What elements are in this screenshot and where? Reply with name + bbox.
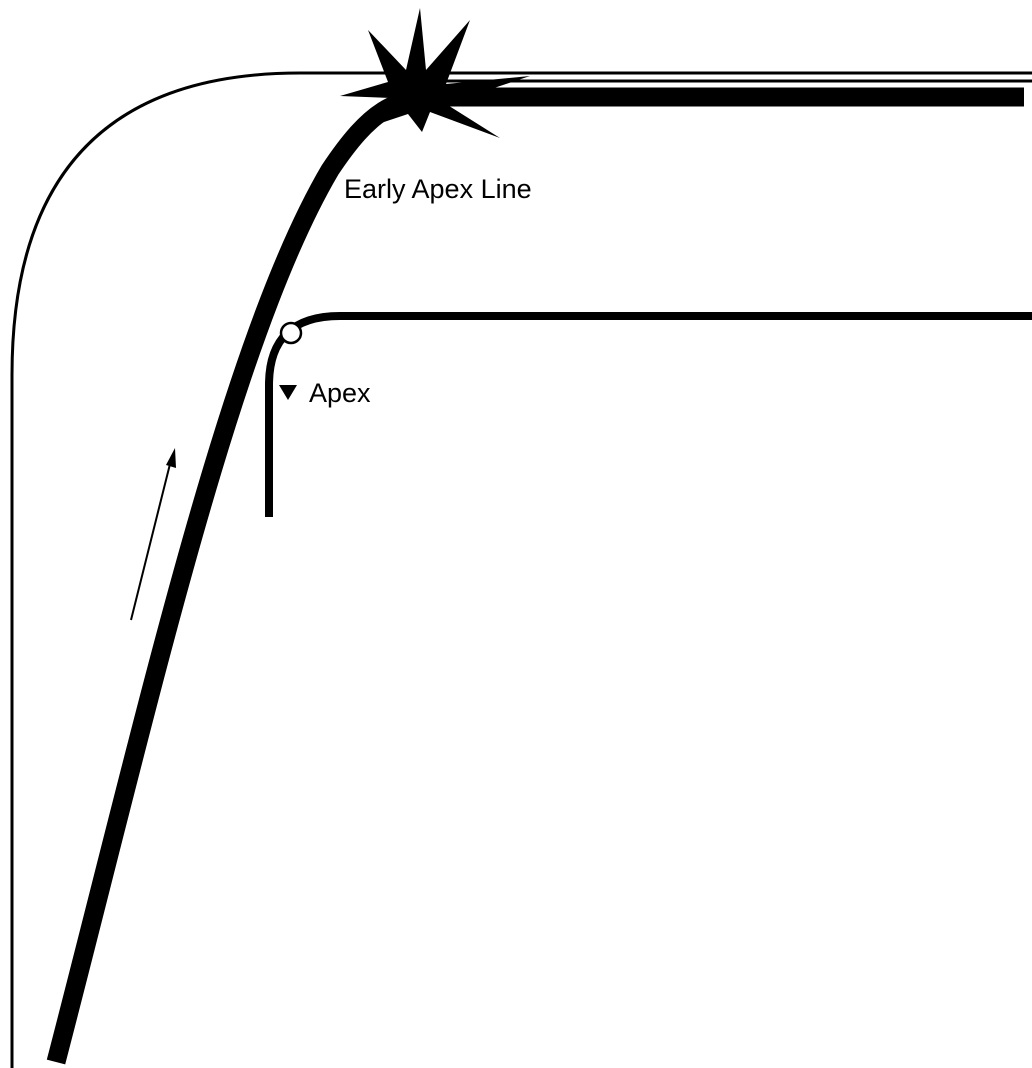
starburst-icon	[340, 8, 530, 138]
inner-track-edge	[265, 312, 1032, 517]
apex-label: Apex	[309, 378, 371, 408]
arrow-up-icon-head	[166, 448, 176, 468]
triangle-down-icon	[279, 385, 297, 400]
outer-track-edge	[10, 71, 1032, 1068]
early-apex-driving-line	[46, 87, 1024, 1065]
arrow-up-icon	[130, 459, 172, 621]
circle-marker-icon	[279, 321, 303, 345]
early-apex-line-label: Early Apex Line	[344, 174, 532, 204]
